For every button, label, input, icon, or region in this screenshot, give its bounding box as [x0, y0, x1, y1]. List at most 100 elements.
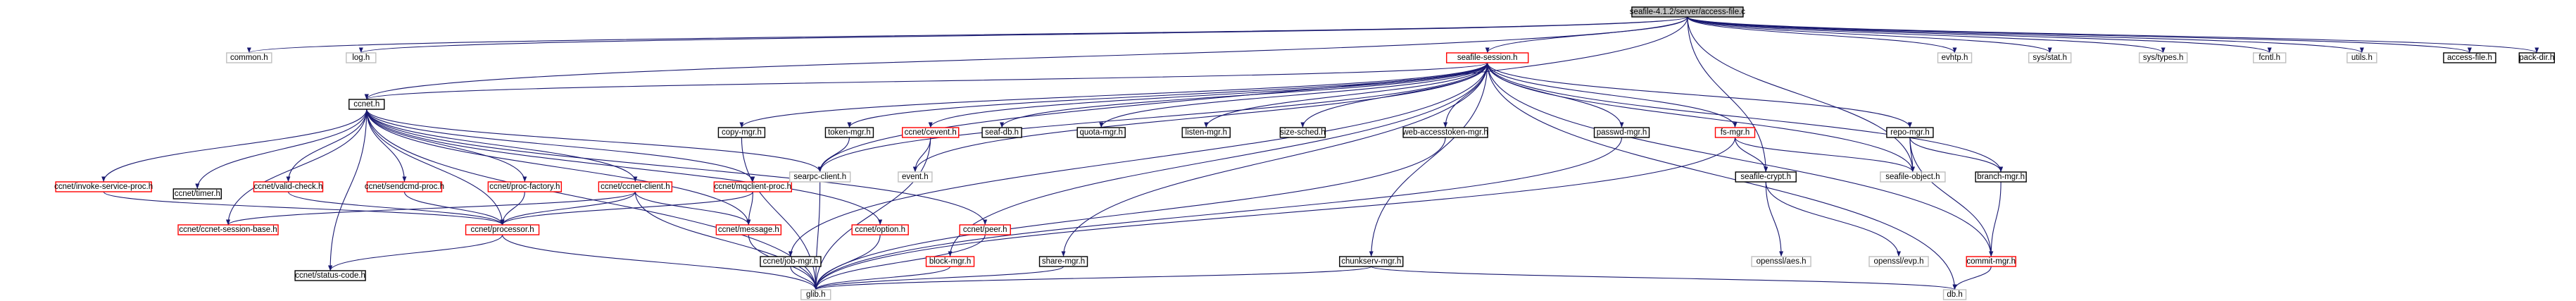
node-label: ccnet/ccnet-client.h: [601, 183, 670, 191]
node-root[interactable]: seafile-4.1.2/server/access-file.c: [1630, 6, 1746, 18]
edge-ccnet_h-to-ccnet_ccnet_session_base_h: [225, 109, 367, 226]
node-fs-mgr-h[interactable]: fs-mgr.h: [1714, 127, 1756, 138]
node-sys-stat-h: sys/stat.h: [2028, 52, 2072, 63]
node-box: [1631, 6, 1744, 18]
node-box: [1880, 171, 1946, 183]
edge-token_mgr_h-to-searpc_client_h: [817, 137, 850, 173]
node-ccnet-cevent-h[interactable]: ccnet/cevent.h: [902, 127, 960, 138]
edge-ccnet_invoke_service_proc_h-to-ccnet_processor_h: [103, 191, 505, 226]
node-seafile-crypt-h[interactable]: seafile-crypt.h: [1735, 171, 1797, 183]
node-utils-h: utils.h: [2346, 52, 2377, 63]
edge-seafile_session_h-to-block_mgr_h: [948, 62, 1488, 257]
node-ccnet-sendcmd-proc-h[interactable]: ccnet/sendcmd-proc.h: [365, 181, 444, 192]
node-copy-mgr-h[interactable]: copy-mgr.h: [717, 127, 766, 138]
node-quota-mgr-h[interactable]: quota-mgr.h: [1076, 127, 1126, 138]
node-ccnet-valid-check-h[interactable]: ccnet/valid-check.h: [253, 181, 324, 192]
node-size-sched-h[interactable]: size-sched.h: [1279, 127, 1326, 138]
node-box: [824, 127, 874, 138]
node-token-mgr-h[interactable]: token-mgr.h: [824, 127, 874, 138]
node-box: [959, 224, 1011, 235]
edge-root-to-access_file_h: [1687, 16, 2472, 54]
node-ccnet-option-h[interactable]: ccnet/option.h: [851, 224, 909, 235]
node-box: [348, 99, 385, 110]
node-label: searpc-client.h: [793, 173, 846, 181]
node-box: [55, 181, 152, 192]
edge-ccnet_h-to-searpc_client_h: [366, 109, 822, 173]
node-label: sys/stat.h: [2032, 54, 2067, 62]
node-block-mgr-h[interactable]: block-mgr.h: [925, 256, 975, 267]
node-label: size-sched.h: [1280, 128, 1326, 137]
node-seaf-db-h[interactable]: seaf-db.h: [981, 127, 1022, 138]
edge-root-to-sys_stat_h: [1687, 16, 2052, 54]
node-label: seaf-db.h: [985, 128, 1019, 137]
node-web-accesstoken-mgr-h[interactable]: web-accesstoken-mgr.h: [1402, 127, 1488, 138]
node-passwd-mgr-h[interactable]: passwd-mgr.h: [1593, 127, 1650, 138]
node-box: [981, 127, 1022, 138]
node-ccnet-message-h[interactable]: ccnet/message.h: [715, 224, 782, 235]
node-label: ccnet/option.h: [855, 226, 905, 234]
node-ccnet-timer-h[interactable]: ccnet/timer.h: [172, 188, 222, 199]
edge-seafile_session_h-to-share_mgr_h: [1061, 62, 1488, 257]
node-event-h: event.h: [898, 171, 933, 183]
node-box: [2028, 52, 2072, 63]
node-ccnet-invoke-service-proc-h[interactable]: ccnet/invoke-service-proc.h: [54, 181, 153, 192]
node-label: branch-mgr.h: [1977, 173, 2025, 181]
node-label: seafile-session.h: [1457, 54, 1518, 62]
node-ccnet-mqclient-proc-h[interactable]: ccnet/mqclient-proc.h: [713, 181, 793, 192]
node-commit-mgr-h[interactable]: commit-mgr.h: [1966, 256, 2016, 267]
node-ccnet-peer-h[interactable]: ccnet/peer.h: [959, 224, 1011, 235]
node-label: ccnet/ccnet-session-base.h: [179, 226, 277, 234]
node-ccnet-processor-h[interactable]: ccnet/processor.h: [465, 224, 540, 235]
node-box: [1181, 127, 1231, 138]
node-box: [253, 181, 324, 192]
edge-commit_mgr_h-to-db_h: [1952, 266, 1992, 290]
node-label: glib.h: [806, 290, 826, 299]
edge-seafile_session_h-to-chunkserv_mgr_h: [1369, 62, 1488, 257]
node-label: seafile-4.1.2/server/access-file.c: [1630, 8, 1746, 16]
node-label: utils.h: [2351, 54, 2373, 62]
edge-seafile_session_h-to-ccnet_cevent_h: [928, 62, 1488, 128]
edge-ccnet_h-to-ccnet_proc_factory_h: [366, 109, 527, 183]
edge-root-to-log_h: [359, 16, 1688, 54]
edge-searpc_client_h-to-glib_h: [813, 181, 821, 290]
edge-ccnet_mqclient_proc_h-to-ccnet_message_h: [746, 191, 753, 226]
edge-ccnet_h-to-ccnet_mqclient_proc_h: [366, 109, 755, 183]
node-box: [715, 224, 782, 235]
node-box: [177, 224, 279, 235]
edge-seafile_session_h-to-quota_mgr_h: [1099, 62, 1488, 128]
edge-seafile_session_h-to-seafile_object_h: [1487, 62, 1915, 173]
node-listen-mgr-h[interactable]: listen-mgr.h: [1181, 127, 1231, 138]
node-box: [1714, 127, 1756, 138]
node-ccnet-h[interactable]: ccnet.h: [348, 99, 385, 110]
edge-seafile_session_h-to-ccnet_job_mgr_h: [788, 62, 1488, 257]
edge-passwd_mgr_h-to-glib_h: [813, 137, 1623, 290]
node-ccnet-ccnet-session-base-h[interactable]: ccnet/ccnet-session-base.h: [177, 224, 279, 235]
node-seafile-object-h: seafile-object.h: [1880, 171, 1946, 183]
node-chunkserv-mgr-h[interactable]: chunkserv-mgr.h: [1339, 256, 1404, 267]
node-db-h: db.h: [1942, 289, 1967, 300]
node-label: block-mgr.h: [929, 257, 971, 266]
node-access-file-h[interactable]: access-file.h: [2443, 52, 2496, 63]
node-pack-dir-h[interactable]: pack-dir.h: [2518, 52, 2556, 63]
edge-ccnet_mqclient_proc_h-to-ccnet_processor_h: [500, 191, 753, 226]
node-ccnet-proc-factory-h[interactable]: ccnet/proc-factory.h: [487, 181, 563, 192]
edge-root-to-seafile_crypt_h: [1687, 16, 1768, 173]
edge-ccnet_peer_h-to-glib_h: [813, 234, 986, 290]
node-label: ccnet/cevent.h: [905, 128, 957, 137]
node-ccnet-job-mgr-h[interactable]: ccnet/job-mgr.h: [760, 256, 822, 267]
node-share-mgr-h[interactable]: share-mgr.h: [1038, 256, 1088, 267]
node-repo-mgr-h[interactable]: repo-mgr.h: [1886, 127, 1934, 138]
node-ccnet-ccnet-client-h[interactable]: ccnet/ccnet-client.h: [598, 181, 673, 192]
node-ccnet-status-code-h[interactable]: ccnet/status-code.h: [294, 270, 366, 281]
node-box: [1279, 127, 1326, 138]
node-log-h: log.h: [346, 52, 377, 63]
edge-seafile_session_h-to-listen_mgr_h: [1204, 62, 1488, 128]
node-label: sys/types.h: [2143, 54, 2184, 62]
node-label: commit-mgr.h: [1966, 257, 2016, 266]
node-box: [1868, 256, 1929, 267]
node-label: copy-mgr.h: [722, 128, 762, 137]
node-branch-mgr-h[interactable]: branch-mgr.h: [1975, 171, 2027, 183]
node-seafile-session-h[interactable]: seafile-session.h: [1446, 52, 1529, 63]
node-box: [1886, 127, 1934, 138]
